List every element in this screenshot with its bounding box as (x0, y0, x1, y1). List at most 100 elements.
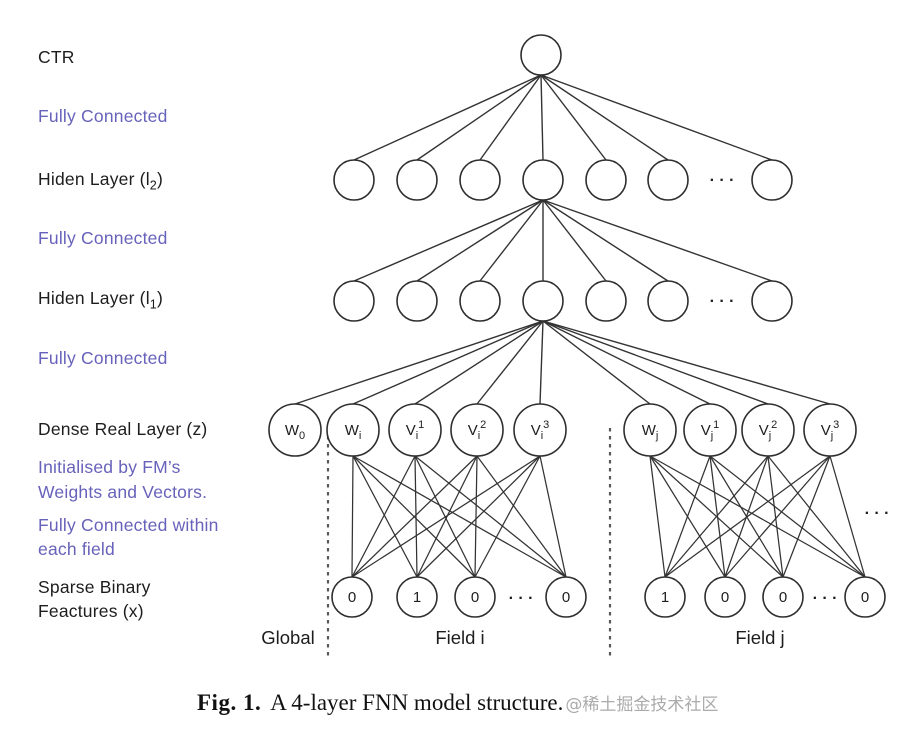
edge-l2-l1 (542, 199, 773, 282)
edge-l1-dense (542, 320, 651, 405)
node-dense-8 (803, 403, 857, 457)
edge-field-j (664, 455, 831, 578)
edge-l1-dense (542, 320, 711, 405)
node-sparse-i-1 (396, 576, 438, 618)
label-field-j: Field j (735, 627, 785, 648)
node-ctr (520, 34, 562, 76)
caption-fig-label: Fig. 1. (197, 690, 262, 715)
sparse-node-label: 1 (661, 589, 669, 606)
dense-node-label: W0 (285, 422, 305, 442)
node-hidden2-3 (522, 159, 564, 201)
edge-field-i (352, 455, 418, 578)
node-dense-2 (388, 403, 442, 457)
edge-field-i (474, 455, 478, 578)
label-fully-connected-1: Fully Connected (38, 106, 168, 126)
node-hidden2-5 (647, 159, 689, 201)
edge-field-j (829, 455, 866, 578)
label-sparse-line2: Feactures (x) (38, 601, 144, 621)
edge-l1-dense (352, 320, 544, 405)
edge-l1-dense (542, 320, 769, 405)
dense-node-label: Vi1 (406, 419, 425, 442)
edge-field-j (664, 455, 769, 578)
edge-ctr-l2 (540, 74, 773, 161)
sparse-node-label: 0 (562, 589, 570, 606)
label-hidden-layer-2: Hiden Layer (l2) (38, 169, 164, 193)
label-ctr: CTR (38, 47, 75, 67)
edge-field-j (709, 455, 726, 578)
node-sparse-j-0 (644, 576, 686, 618)
edge-ctr-l2 (416, 74, 542, 161)
edge-field-i (351, 455, 478, 578)
node-hidden1-6 (751, 280, 793, 322)
label-initialised-line2: Weights and Vectors. (38, 482, 208, 502)
node-hidden2-4 (585, 159, 627, 201)
edge-field-i (416, 455, 541, 578)
edge-ctr-l2 (479, 74, 542, 161)
edge-l1-dense (414, 320, 544, 405)
ellipsis-dots: · · · (710, 172, 735, 189)
edge-field-i (351, 455, 354, 578)
node-dense-0 (268, 403, 322, 457)
edge-field-i (474, 455, 541, 578)
edge-l2-l1 (542, 199, 607, 282)
edge-ctr-l2 (353, 74, 542, 161)
ellipsis-dots: · · · (509, 590, 534, 607)
edge-l2-l1 (542, 199, 669, 282)
edge-field-j (724, 455, 831, 578)
edge-l2-l1 (479, 199, 544, 282)
sparse-node-label: 1 (413, 589, 421, 606)
edge-field-j (664, 455, 711, 578)
edge-l2-l1 (353, 199, 544, 282)
ellipsis-dots: · · · (710, 293, 735, 310)
edge-l1-dense (294, 320, 544, 405)
node-hidden1-0 (333, 280, 375, 322)
sparse-node-label: 0 (348, 589, 356, 606)
caption-text: A 4-layer FNN model structure. (270, 690, 564, 715)
dense-node-label: Vj2 (759, 419, 778, 442)
node-dense-6 (683, 403, 737, 457)
edge-field-i (351, 455, 541, 578)
node-dense-7 (741, 403, 795, 457)
ellipsis-dots: · · · (813, 590, 838, 607)
node-sparse-i-3 (545, 576, 587, 618)
label-dense-real-layer: Dense Real Layer (z) (38, 419, 208, 439)
edge-field-j (709, 455, 866, 578)
label-field-i: Field i (435, 627, 485, 648)
node-hidden1-3 (522, 280, 564, 322)
edge-field-i (414, 455, 418, 578)
label-sparse-line1: Sparse Binary (38, 577, 151, 597)
edge-ctr-l2 (540, 74, 669, 161)
sparse-node-label: 0 (779, 589, 787, 606)
sparse-node-label: 0 (721, 589, 729, 606)
dense-node-label: Vi3 (531, 419, 550, 442)
label-fc-within-line1: Fully Connected within (38, 515, 219, 535)
edge-l2-l1 (416, 199, 544, 282)
label-fully-connected-3: Fully Connected (38, 348, 168, 368)
node-sparse-j-1 (704, 576, 746, 618)
node-sparse-j-2 (762, 576, 804, 618)
edge-l1-dense (476, 320, 544, 405)
dense-node-label: Vj1 (701, 419, 720, 442)
edge-field-j (767, 455, 866, 578)
label-fully-connected-2: Fully Connected (38, 228, 168, 248)
node-dense-1 (326, 403, 380, 457)
sparse-node-label: 0 (471, 589, 479, 606)
node-dense-4 (513, 403, 567, 457)
node-hidden1-4 (585, 280, 627, 322)
edge-ctr-l2 (540, 74, 544, 161)
watermark: @稀土掘金技术社区 (565, 695, 719, 715)
edge-field-i (539, 455, 567, 578)
node-hidden2-6 (751, 159, 793, 201)
dense-node-label: Wj (642, 422, 659, 442)
node-dense-3 (450, 403, 504, 457)
node-hidden2-0 (333, 159, 375, 201)
edge-field-i (352, 455, 567, 578)
edge-field-j (649, 455, 666, 578)
dense-node-label: Vi2 (468, 419, 487, 442)
node-hidden2-2 (459, 159, 501, 201)
node-sparse-i-0 (331, 576, 373, 618)
edge-field-j (767, 455, 784, 578)
sparse-node-label: 0 (861, 589, 869, 606)
dense-node-label: Vj3 (821, 419, 840, 442)
